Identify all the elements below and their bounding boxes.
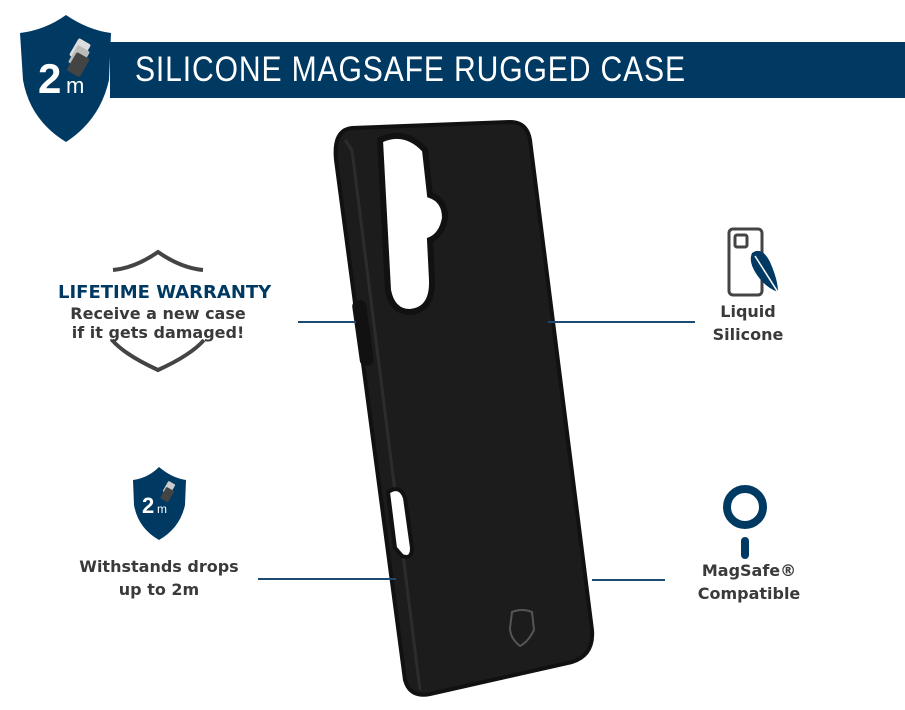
- warranty-shield-icon: [110, 249, 206, 373]
- drop-badge-number: 2: [142, 493, 154, 518]
- warranty-title: LIFETIME WARRANTY: [58, 282, 272, 303]
- silicone-line2: Silicone: [712, 325, 784, 344]
- magsafe-connector-line: [592, 579, 665, 581]
- liquid-silicone-icon: [727, 227, 782, 298]
- drops-line1: Withstands drops: [79, 557, 239, 576]
- warranty-line2: if it gets damaged!: [71, 323, 245, 342]
- silicone-connector-line: [548, 321, 695, 323]
- drops-connector-line: [258, 578, 396, 580]
- magsafe-line1: MagSafe®: [701, 561, 797, 580]
- drops-line2: up to 2m: [118, 580, 200, 599]
- page-title: SILICONE MAGSAFE RUGGED CASE: [135, 50, 686, 89]
- magsafe-icon: [723, 485, 767, 559]
- badge-number: 2: [38, 55, 61, 102]
- magsafe-feature: MagSafe® Compatible: [679, 559, 819, 605]
- warranty-connector-line: [298, 321, 356, 323]
- silicone-line1: Liquid: [720, 302, 776, 321]
- magsafe-line2: Compatible: [697, 584, 801, 603]
- phone-case-image: [333, 120, 595, 697]
- drops-feature: Withstands drops up to 2m: [59, 555, 259, 601]
- warranty-feature: LIFETIME WARRANTY Receive a new case if …: [58, 282, 272, 342]
- warranty-line1: Receive a new case: [70, 304, 246, 323]
- drop-badge-unit: m: [157, 502, 167, 516]
- silicone-feature: Liquid Silicone: [678, 300, 818, 346]
- badge-unit: m: [66, 73, 84, 98]
- title-banner: [110, 42, 905, 98]
- drop-shield-badge-icon: [20, 15, 111, 142]
- drop-test-shield-icon: [133, 467, 186, 540]
